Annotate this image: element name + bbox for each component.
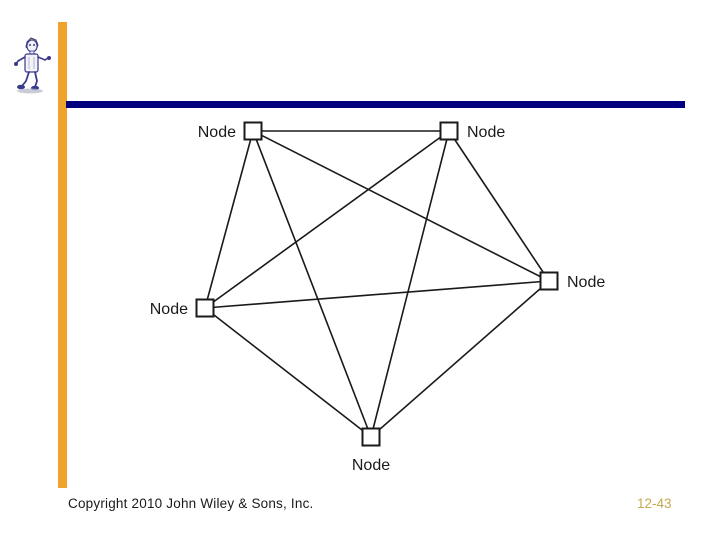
network-node-label: Node (352, 457, 390, 474)
mesh-edge (252, 130, 372, 438)
mesh-edge (204, 130, 254, 309)
mesh-edge (370, 130, 450, 438)
mesh-edge (204, 130, 450, 309)
network-node-square[interactable] (439, 121, 459, 141)
network-node-label: Node (150, 301, 188, 318)
footer-copyright-text: Copyright 2010 John Wiley & Sons, Inc. (68, 496, 314, 511)
network-node-label: Node (467, 124, 505, 141)
mesh-edge (252, 130, 550, 282)
network-node-label: Node (567, 274, 605, 291)
mesh-edge (448, 130, 550, 282)
mesh-edge (370, 280, 550, 438)
network-node-square[interactable] (243, 121, 263, 141)
network-node-label: Node (198, 124, 236, 141)
footer-page-number: 12-43 (637, 496, 672, 511)
network-node-square[interactable] (195, 298, 215, 318)
node-layer (195, 121, 559, 447)
network-node-square[interactable] (361, 427, 381, 447)
edge-layer (204, 130, 550, 438)
vertical-accent-bar (58, 22, 67, 488)
wiley-mascot-figure-icon (12, 36, 58, 94)
network-node-square[interactable] (539, 271, 559, 291)
mesh-edge (204, 280, 550, 309)
mesh-edge (204, 307, 372, 438)
horizontal-rule (66, 101, 685, 108)
